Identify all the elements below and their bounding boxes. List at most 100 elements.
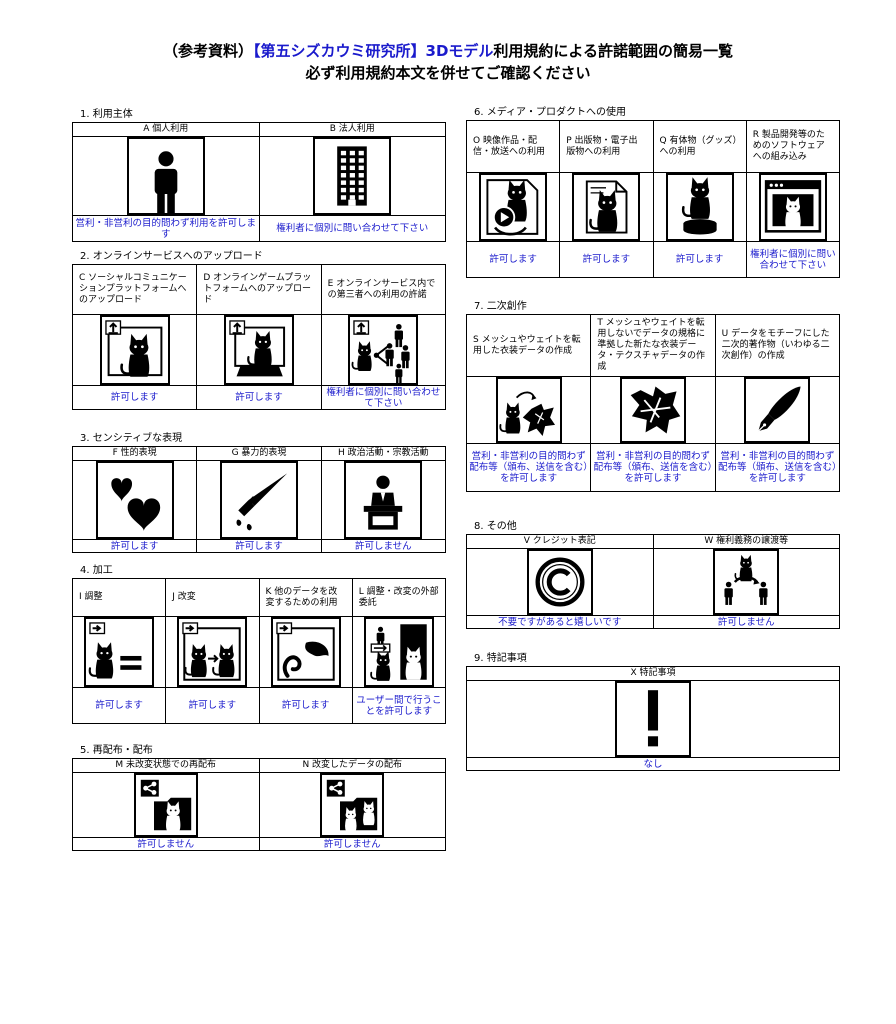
item-status: なし [466,757,840,771]
item-icon-cell [320,314,447,386]
software-window-cat-icon [758,173,827,241]
video-cat-icon [479,173,548,241]
table-status-row: 許可します許可します許可しますユーザー間で行うことを許可します [71,687,447,724]
item-label: E オンラインサービス内での第三者への利用の許諾 [320,264,447,315]
item-label: P 出版物・電子出版物への利用 [559,120,654,173]
section-title: 2. オンラインサービスへのアップロード [80,251,263,262]
modify-cats-icon [177,617,248,687]
person-icon [126,137,205,215]
section-title: 5. 再配布・配布 [80,745,153,756]
item-status: 許可します [71,385,198,410]
transfer-rights-icon [713,549,780,615]
table-status-row: 許可します許可します権利者に個別に問い合わせて下さい [71,385,447,410]
item-status: 営利・非営利の目的問わず配布等（頒布、送信を含む）を許可します [714,443,841,492]
item-status: 許可します [196,539,322,553]
item-status: 許可します [652,241,747,278]
item-label: A 個人利用 [72,122,260,137]
item-label: H 政治活動・宗教活動 [320,446,447,461]
item-icon-cell [714,376,841,444]
item-status: 許可します [71,687,167,724]
section-title: 8. その他 [474,521,517,532]
item-icon-cell [466,680,840,758]
item-icon-cell [745,172,841,242]
item-icon-cell [71,314,198,386]
pen-nib-icon [744,377,811,443]
item-label: S メッシュやウェイトを転用した衣装データの作成 [465,314,592,377]
item-label: W 権利義務の譲渡等 [652,534,840,549]
table-icon-row [71,616,447,688]
table-icon-row [465,172,841,242]
item-status: 許可しません [320,539,447,553]
table-icon-row [466,680,840,758]
item-icon-cell [351,616,447,688]
item-icon-cell [320,460,447,540]
upload-cat-icon [99,315,170,385]
table-status-row: 営利・非営利の目的問わず配布等（頒布、送信を含む）を許可します営利・非営利の目的… [465,443,841,492]
section-special-notes: 9. 特記事項 X 特記事項なし [466,652,840,771]
item-status: 不要ですがあると嬉しいです [466,615,654,629]
item-label: U データをモチーフにした二次的著作物（いわゆる二次創作）の作成 [714,314,841,377]
item-status: 許可しません [652,615,840,629]
item-icon-cell [258,136,446,216]
item-label: K 他のデータを改変するための利用 [258,578,353,617]
title-suffix: 利用規約による許諾範囲の簡易一覧 [493,42,733,60]
knife-icon [219,461,298,539]
copyright-icon [526,549,593,615]
item-icon-cell [165,616,260,688]
item-label: O 映像作品・配信・放送への利用 [465,120,561,173]
item-status: 許可します [196,385,322,410]
item-icon-cell [71,460,198,540]
table-status-row: 許可します許可します許可しません [71,539,447,553]
item-icon-cell [465,172,561,242]
section-title: 9. 特記事項 [474,653,527,664]
table-icon-row [71,460,447,540]
item-icon-cell [196,460,322,540]
exclamation-icon [615,681,691,757]
item-icon-cell [196,314,322,386]
table-status-row: なし [466,757,840,771]
item-status: 許可します [465,241,561,278]
item-label: J 改変 [165,578,260,617]
item-status: 許可します [559,241,654,278]
permission-table: X 特記事項なし [466,666,840,771]
section-title: 6. メディア・プロダクトへの使用 [474,107,627,118]
item-status: 許可します [71,539,198,553]
game-upload-cat-icon [223,315,294,385]
item-label: B 法人利用 [258,122,446,137]
item-icon-cell [258,616,353,688]
title-lab-name: 【第五シズカウミ研究所】3Dモデル [253,42,494,60]
table-status-row: 営利・非営利の目的問わず利用を許可します権利者に個別に問い合わせて下さい [72,215,446,242]
item-icon-cell [72,772,260,838]
modify-other-data-icon [270,617,341,687]
cat-to-clothes-icon [495,377,562,443]
title-line-2: 必ず利用規約本文を併せてご確認ください [305,64,591,82]
hearts-icon [95,461,174,539]
table-status-row: 許可します許可します許可します権利者に個別に問い合わせて下さい [465,241,841,278]
item-status: 営利・非営利の目的問わず配布等（頒布、送信を含む）を許可します [590,443,716,492]
item-icon-cell [71,616,167,688]
table-icon-row [466,548,840,616]
item-label: V クレジット表記 [466,534,654,549]
section-title: 7. 二次創作 [474,301,527,312]
item-icon-cell [559,172,654,242]
item-status: 許可します [165,687,260,724]
item-label: T メッシュやウェイトを転用しないでデータの規格に準拠した新たな衣装データ・テク… [590,314,716,377]
item-label: M 未改変状態での再配布 [72,758,260,773]
table-icon-row [72,772,446,838]
item-status: 許可しません [258,837,446,851]
table-header-row: X 特記事項 [466,666,840,681]
item-label: C ソーシャルコミュニケーションプラットフォームへのアップロード [71,264,198,315]
table-icon-row [465,376,841,444]
